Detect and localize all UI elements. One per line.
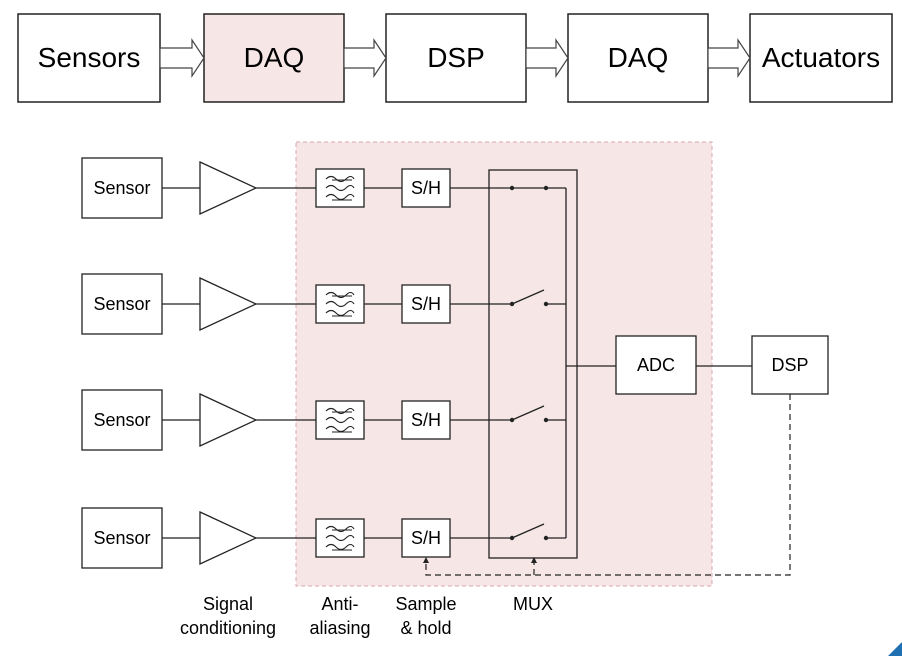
channel-row: Sensor S/H <box>81 157 566 219</box>
channel-row: Sensor S/H <box>81 389 566 451</box>
label-anti-line1: Anti- <box>321 594 358 614</box>
filter-box <box>315 518 365 558</box>
switch-open <box>511 405 545 421</box>
label-signal-line1: Signal <box>203 594 253 614</box>
dsp-block: DSP <box>751 335 829 395</box>
mux-box <box>488 169 578 559</box>
amplifier-icon <box>199 510 258 566</box>
sample-hold-box <box>401 400 451 440</box>
control-dashed-line <box>425 394 791 576</box>
switch-open <box>511 289 545 305</box>
sensor-label: Sensor <box>93 410 150 430</box>
amplifier-icon <box>199 160 258 216</box>
corner-accent <box>888 642 902 656</box>
label-anti-line2: aliasing <box>309 618 370 638</box>
top-block-daq-output-label: DAQ <box>608 42 669 73</box>
lowpass-filter-icon <box>325 407 355 433</box>
label-signal-line2: conditioning <box>180 618 276 638</box>
control-arrow-sh <box>423 557 429 563</box>
flow-arrow-3 <box>525 38 569 78</box>
sample-hold-box <box>401 284 451 324</box>
top-block-actuators-label: Actuators <box>762 42 880 73</box>
top-block-daq-highlighted: DAQ <box>203 13 345 103</box>
amplifier-icon <box>199 392 258 448</box>
top-block-dsp-label: DSP <box>427 42 485 73</box>
adc-label: ADC <box>637 355 675 375</box>
control-arrow-mux <box>531 557 537 563</box>
top-block-dsp: DSP <box>385 13 527 103</box>
sensor-label: Sensor <box>93 178 150 198</box>
filter-box <box>315 168 365 208</box>
top-block-sensors-label: Sensors <box>38 42 141 73</box>
flow-arrow-2 <box>343 38 387 78</box>
sensor-box <box>81 507 163 569</box>
label-sample-line1: Sample <box>395 594 456 614</box>
sample-hold-label: S/H <box>411 294 441 314</box>
switch-open <box>511 523 545 539</box>
flow-arrow-1 <box>159 38 205 78</box>
sample-hold-box <box>401 518 451 558</box>
top-flow: Sensors DAQ DSP DAQ Actuators <box>17 13 893 103</box>
filter-box <box>315 284 365 324</box>
filter-box <box>315 400 365 440</box>
label-sample-line2: & hold <box>400 618 451 638</box>
sample-hold-label: S/H <box>411 528 441 548</box>
sensor-box <box>81 389 163 451</box>
adc-block: ADC <box>615 335 697 395</box>
label-mux: MUX <box>513 594 553 614</box>
top-block-daq-output: DAQ <box>567 13 709 103</box>
sensor-box <box>81 273 163 335</box>
channel-row: Sensor S/H <box>81 273 566 335</box>
sensor-label: Sensor <box>93 528 150 548</box>
lowpass-filter-icon <box>325 525 355 551</box>
sample-hold-label: S/H <box>411 410 441 430</box>
top-block-sensors: Sensors <box>17 13 161 103</box>
dsp-label: DSP <box>771 355 808 375</box>
sample-hold-label: S/H <box>411 178 441 198</box>
top-block-actuators: Actuators <box>749 13 893 103</box>
lowpass-filter-icon <box>325 291 355 317</box>
stage-labels: Signal conditioning Anti- aliasing Sampl… <box>180 594 553 638</box>
flow-arrow-4 <box>707 38 751 78</box>
sensor-label: Sensor <box>93 294 150 314</box>
lowpass-filter-icon <box>325 175 355 201</box>
top-block-daq-label: DAQ <box>244 42 305 73</box>
sensor-box <box>81 157 163 219</box>
channel-row: Sensor S/H <box>81 507 566 569</box>
amplifier-icon <box>199 276 258 332</box>
